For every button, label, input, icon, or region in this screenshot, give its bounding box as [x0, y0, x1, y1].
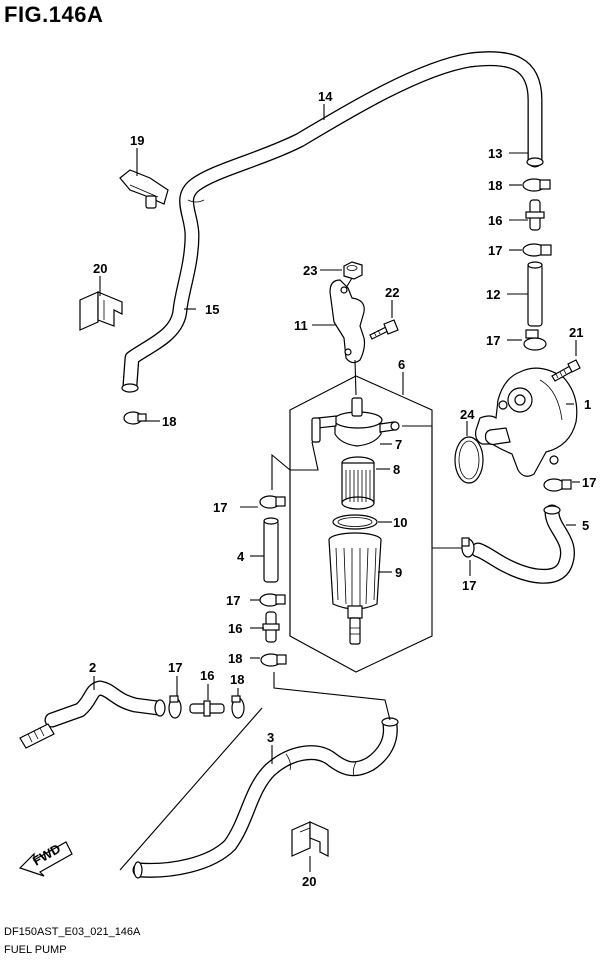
callout-18: 18	[488, 178, 502, 193]
callout-12: 12	[486, 287, 500, 302]
callout-14: 14	[318, 89, 333, 104]
joint-16-right	[525, 199, 545, 231]
hose-2	[19, 680, 166, 749]
callout-5: 5	[582, 518, 589, 533]
bolt-22	[369, 319, 399, 340]
callout-9: 9	[395, 565, 402, 580]
callout-4: 4	[237, 549, 245, 564]
callout-16: 16	[200, 668, 214, 683]
callout-20: 20	[302, 874, 316, 889]
callout-13: 13	[488, 146, 502, 161]
callout-18: 18	[228, 651, 242, 666]
callout-6: 6	[398, 357, 405, 372]
callout-15: 15	[205, 302, 219, 317]
callout-3: 3	[267, 730, 274, 745]
callout-17: 17	[168, 660, 182, 675]
clamp-17-hose4-bottom	[259, 593, 286, 607]
callout-19: 19	[130, 133, 144, 148]
callout-leaders	[93, 104, 580, 872]
leader-lines	[119, 277, 462, 871]
callout-11: 11	[294, 318, 308, 333]
hose-4	[263, 517, 279, 583]
callout-21: 21	[569, 325, 583, 340]
filter-cup-9	[328, 532, 382, 645]
clamp-17-hose2	[168, 695, 182, 719]
nut-23	[343, 261, 363, 280]
callout-20: 20	[93, 261, 107, 276]
clamp-18-right	[522, 178, 551, 192]
callout-1: 1	[584, 397, 591, 412]
callout-18: 18	[230, 672, 244, 687]
clip-20-lower	[291, 821, 329, 857]
figure-title: FIG.146A	[4, 2, 104, 27]
callout-17: 17	[488, 243, 502, 258]
clamp-17-right-b	[523, 329, 547, 351]
callout-10: 10	[393, 515, 407, 530]
fuel-pump-1	[475, 367, 578, 477]
clamp-17-right-a	[522, 243, 552, 257]
callout-17: 17	[462, 578, 476, 593]
joint-16-left	[262, 611, 280, 643]
callout-17: 17	[582, 475, 596, 490]
callout-17: 17	[226, 593, 240, 608]
callout-23: 23	[303, 263, 317, 278]
clamp-19	[119, 169, 169, 209]
callout-numbers: 14 19 13 18 16 17 20 23 22 12 15 11 17 2…	[89, 89, 596, 889]
hose-5	[470, 504, 575, 584]
figure-code: DF150AST_E03_021_146A	[4, 926, 141, 938]
clamp-17-pump	[543, 478, 572, 492]
callout-16: 16	[228, 621, 242, 636]
hose-12	[527, 261, 543, 327]
callout-2: 2	[89, 660, 96, 675]
bolt-21	[551, 359, 581, 382]
figure-name: FUEL PUMP	[4, 944, 67, 956]
filter-element-8	[341, 456, 375, 510]
hose-3	[132, 717, 399, 879]
clip-20-upper	[79, 291, 123, 331]
clamp-17-hose5	[461, 537, 475, 558]
clamp-17-hose4-top	[259, 495, 286, 509]
callout-24: 24	[460, 407, 475, 422]
clamp-18-left-bottom	[260, 653, 287, 667]
filter-head-7	[311, 397, 400, 447]
callout-16: 16	[488, 213, 502, 228]
callout-7: 7	[395, 437, 402, 452]
clamp-18-left	[123, 411, 147, 425]
callout-22: 22	[385, 285, 399, 300]
o-ring-10	[332, 514, 378, 530]
callout-17: 17	[486, 333, 500, 348]
fwd-arrow-icon: FWD	[18, 841, 73, 877]
callout-8: 8	[393, 462, 400, 477]
o-ring-24	[454, 436, 484, 484]
hose-14-15	[121, 51, 544, 393]
bracket-11	[329, 279, 366, 364]
clamp-18-hose2	[231, 695, 245, 719]
callout-17: 17	[213, 500, 227, 515]
callout-18: 18	[162, 414, 176, 429]
joint-16-hose2	[189, 700, 225, 717]
